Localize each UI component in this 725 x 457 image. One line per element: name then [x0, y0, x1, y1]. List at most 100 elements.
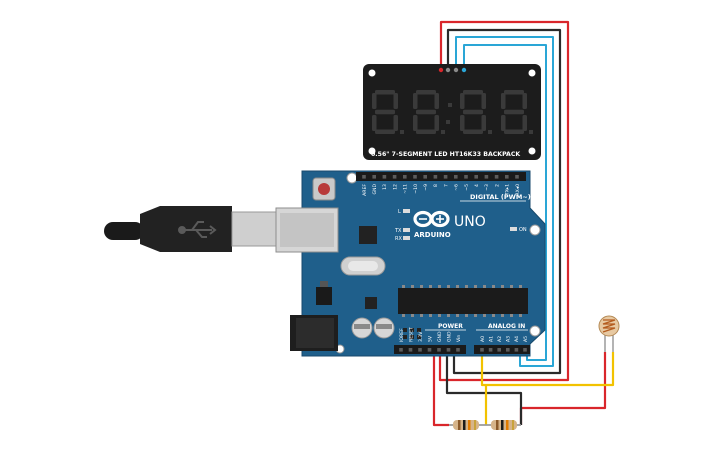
digital-pin-hole[interactable]: [392, 175, 397, 179]
wire-red-display-vcc[interactable]: [438, 20, 570, 382]
analog-pin-hole[interactable]: [506, 348, 510, 352]
power-pin-hole[interactable]: [399, 348, 403, 352]
segment: [372, 115, 377, 131]
wire-red-lower[interactable]: [432, 350, 449, 427]
power-pin-hole[interactable]: [437, 348, 441, 352]
wire-red-ldr[interactable]: [519, 352, 607, 425]
segment: [504, 109, 524, 115]
capacitor-stripe: [354, 324, 370, 329]
analog-pin-hole[interactable]: [488, 348, 493, 352]
wire-black-display-gnd[interactable]: [446, 28, 562, 375]
analog-pin-hole[interactable]: [480, 348, 484, 352]
power-pin-label: RESET: [408, 327, 414, 342]
resistors[interactable]: [449, 420, 521, 430]
digital-pin-label: ~3: [484, 184, 490, 191]
capacitor-stripe: [376, 324, 392, 329]
l-led: [403, 209, 410, 213]
power-pin-label: GND: [437, 331, 443, 342]
display-body: [363, 64, 541, 160]
display-pin-gnd[interactable]: [445, 67, 451, 73]
digital-pin-label: 13: [382, 184, 388, 190]
analog-header-holes: [480, 348, 527, 352]
photoresistor[interactable]: [598, 315, 620, 352]
digital-header[interactable]: [356, 172, 526, 181]
segment: [463, 90, 483, 95]
digital-pin-hole[interactable]: [372, 175, 376, 179]
icsp-header: [403, 328, 421, 339]
mount-hole: [368, 147, 376, 155]
display-pin-sda[interactable]: [453, 67, 459, 73]
resistor-1[interactable]: [453, 420, 479, 430]
mount-hole: [528, 147, 536, 155]
segment: [463, 109, 483, 115]
power-pin-hole[interactable]: [418, 348, 422, 352]
power-header-holes: [399, 348, 460, 352]
segment: [522, 115, 527, 131]
chip-pins: [402, 285, 522, 317]
power-pin-label: Vin: [456, 335, 462, 342]
digital-pin-label: 4: [474, 184, 480, 187]
on-led-label: ON: [519, 227, 527, 233]
digital-pin-hole[interactable]: [515, 175, 519, 179]
digital-pin-label: ~5: [464, 184, 470, 191]
wire-yellow-a0[interactable]: [480, 350, 615, 387]
digital-pin-hole[interactable]: [464, 175, 468, 179]
resistor-2[interactable]: [491, 420, 517, 430]
mount-hole: [346, 172, 358, 184]
digital-pin-hole[interactable]: [413, 175, 417, 179]
digital-pin-hole[interactable]: [505, 175, 509, 179]
usb-cable: [104, 206, 278, 252]
digital-pin-hole[interactable]: [382, 175, 387, 179]
mount-hole: [528, 69, 536, 77]
digital-pin-label: ~11: [403, 184, 409, 194]
display-digits: [372, 90, 533, 134]
seven-segment-display[interactable]: 0.56" 7-SEGMENT LED HT16K33 BACKPACK: [363, 64, 541, 160]
power-pin-label: GND: [446, 331, 452, 342]
display-pin-scl[interactable]: [461, 67, 467, 73]
power-pin-hole[interactable]: [427, 348, 432, 352]
wire-blue-scl[interactable]: [463, 44, 547, 361]
display-pin-vcc[interactable]: [438, 67, 444, 73]
segment: [393, 115, 398, 131]
analog-pin-hole[interactable]: [497, 348, 501, 352]
digital-pin-hole[interactable]: [494, 175, 499, 179]
analog-header[interactable]: [474, 345, 530, 354]
l-led-label: L: [398, 209, 401, 215]
digital-pin-hole[interactable]: [484, 175, 489, 179]
segment: [434, 115, 439, 131]
analog-pin-label: A5: [523, 336, 529, 342]
wire-blue-sda[interactable]: [455, 36, 554, 367]
usb-icon: [178, 221, 217, 238]
digital-pin-hole[interactable]: [454, 175, 458, 179]
digit-3: [460, 90, 492, 134]
power-pin-label: 3.3V: [418, 331, 424, 342]
power-pin-hole[interactable]: [446, 348, 451, 352]
wire-black-resistor[interactable]: [445, 350, 523, 425]
analog-pin-hole[interactable]: [514, 348, 519, 352]
segment: [375, 90, 395, 95]
crystal-inner: [348, 261, 378, 271]
display-caption: 0.56" 7-SEGMENT LED HT16K33 BACKPACK: [371, 151, 520, 158]
digital-pin-hole[interactable]: [443, 175, 448, 179]
digital-pin-hole[interactable]: [403, 175, 407, 179]
digital-pin-hole[interactable]: [362, 175, 366, 179]
power-jack-inner: [296, 318, 334, 348]
digital-pin-label: ~9: [423, 184, 429, 191]
power-pin-hole[interactable]: [456, 348, 460, 352]
tx-led-label: TX: [394, 228, 402, 234]
digital-pin-hole[interactable]: [433, 175, 438, 179]
regulator-tab: [320, 281, 328, 287]
analog-pin-hole[interactable]: [523, 348, 527, 352]
digital-pin-label: TX▸1: [505, 184, 511, 196]
digital-pin-hole[interactable]: [474, 175, 478, 179]
segment: [522, 93, 527, 109]
segment: [504, 90, 524, 95]
reset-button[interactable]: [318, 183, 330, 195]
power-pin-hole[interactable]: [408, 348, 413, 352]
digital-pin-hole[interactable]: [423, 175, 427, 179]
segment: [481, 115, 486, 131]
mount-hole: [529, 224, 541, 236]
